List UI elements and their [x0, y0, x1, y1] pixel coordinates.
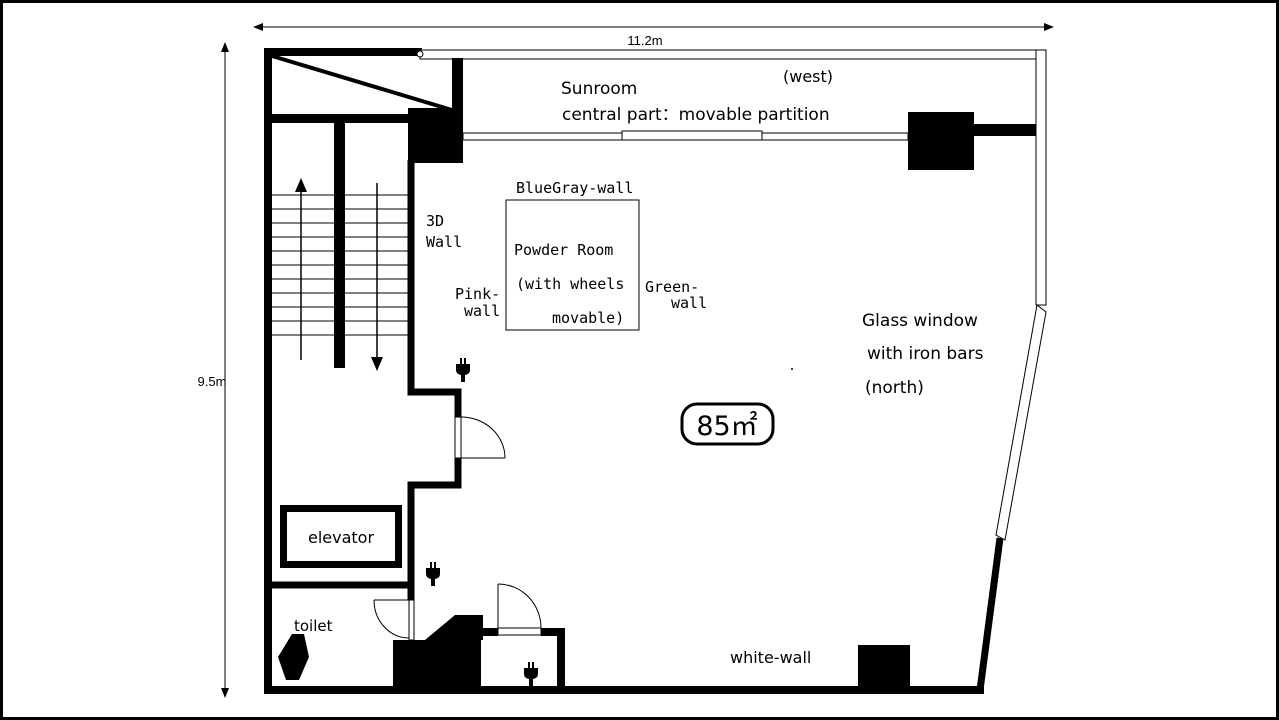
power-outlet-icon [524, 662, 538, 686]
toilet-icon [278, 634, 309, 680]
elevator-label: elevator [308, 528, 374, 547]
area-label: 85㎡ [696, 411, 757, 442]
glass-window-label-line2: with iron bars [867, 344, 984, 364]
toilet-area: toilet [278, 617, 333, 680]
bluegray-wall-label: BlueGray-wall [516, 179, 633, 197]
green-wall-label-line1: Green- [645, 278, 699, 296]
pillar-northwest [408, 108, 463, 163]
powder-room-note-2: movable) [552, 309, 624, 327]
area-badge: 85㎡ [680, 402, 775, 446]
west-label: (west) [783, 67, 833, 86]
door-stair-hall [460, 416, 506, 459]
glass-window-label-line1: Glass window [862, 311, 978, 331]
bottom-partitions [393, 615, 565, 690]
height-dimension: 9.5m [198, 42, 229, 698]
sunroom-label: Sunroom [561, 79, 637, 99]
staircase [272, 123, 408, 371]
sunroom-glass-wall [416, 49, 1047, 306]
width-label: 11.2m [627, 33, 662, 48]
width-dimension: 11.2m [253, 23, 1054, 48]
north-glass-window [976, 304, 1047, 691]
pink-wall-label-line2: wall [464, 302, 500, 320]
white-wall-label: white-wall [730, 648, 811, 667]
door-jamb [454, 416, 462, 459]
powder-room-title: Powder Room [514, 241, 613, 259]
movable-partition [462, 112, 1036, 170]
wall3d-label-line2: Wall [426, 233, 462, 251]
power-outlet-icon [456, 358, 470, 382]
interior-wall [270, 160, 462, 600]
powder-room [505, 199, 640, 331]
power-outlet-icon [426, 562, 440, 586]
height-label: 9.5m [198, 374, 227, 389]
elevator: elevator [280, 505, 402, 568]
pillar-south [858, 645, 910, 690]
marker-dot [791, 368, 793, 370]
pillar-west [908, 112, 974, 170]
pink-wall-label-line1: Pink- [455, 285, 500, 303]
powder-room-note: (with wheels [516, 275, 624, 293]
up-arrow-icon [295, 178, 307, 360]
glass-window-label-line3: (north) [865, 378, 924, 398]
door-bottom [497, 583, 542, 636]
toilet-label: toilet [294, 617, 333, 635]
upper-left-storage [271, 54, 463, 123]
wall3d-label-line1: 3D [426, 212, 444, 230]
partition-label: central part：movable partition [562, 105, 830, 125]
green-wall-label-line2: wall [671, 294, 707, 312]
down-arrow-icon [371, 183, 383, 371]
